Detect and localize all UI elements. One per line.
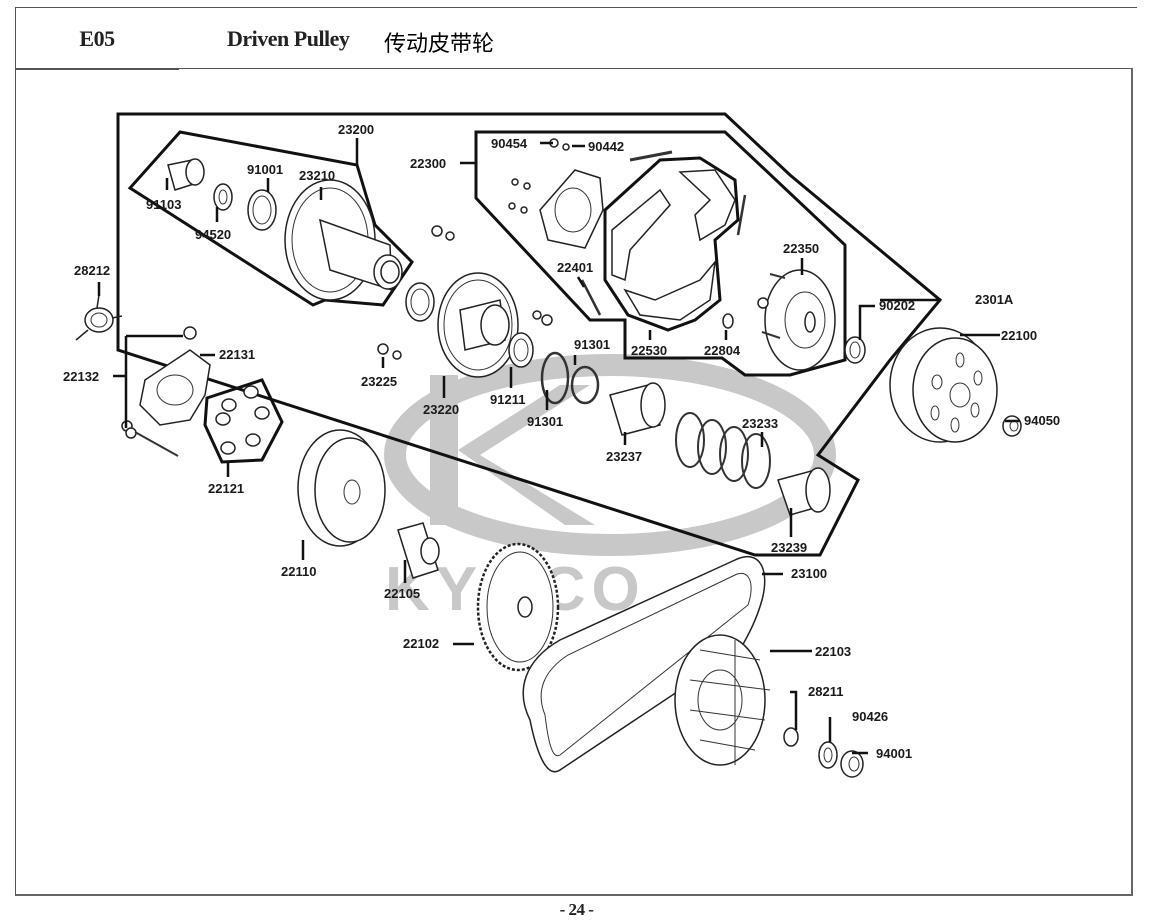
group-outline-2301A [116, 112, 943, 557]
part-label[interactable]: 28212 [74, 263, 110, 278]
part-label[interactable]: 22131 [219, 347, 255, 362]
part-91301-o-rings [540, 351, 600, 405]
part-22131-ramp-plate [139, 349, 211, 426]
part-label[interactable]: 23220 [423, 402, 459, 417]
part-label[interactable]: 94001 [876, 746, 912, 761]
part-label[interactable]: 91211 [490, 392, 525, 407]
section-code: E05 [79, 25, 115, 51]
part-28212-holder [75, 294, 123, 341]
part-label[interactable]: 23200 [338, 122, 374, 137]
group-outline-22530 [603, 156, 740, 332]
part-label[interactable]: 23237 [606, 449, 642, 464]
part-23225-guide-pins [377, 225, 553, 360]
part-label[interactable]: 22100 [1001, 328, 1037, 343]
part-22103-fan [674, 634, 771, 766]
part-94050-nut [1002, 415, 1022, 437]
part-90202-nut [844, 336, 866, 364]
part-label[interactable]: 22110 [281, 564, 316, 579]
part-22132-slide-pieces [121, 326, 197, 457]
part-label[interactable]: 22401 [557, 260, 593, 275]
watermark-logo-k-arms [458, 385, 595, 525]
group-outline-22300 [474, 130, 847, 377]
part-label[interactable]: 22105 [384, 586, 420, 601]
part-label[interactable]: 22132 [63, 369, 99, 384]
part-label[interactable]: 22530 [631, 343, 667, 358]
part-91211-oil-seal [508, 332, 534, 368]
part-label[interactable]: 23225 [361, 374, 397, 389]
title-cell: Driven Pulley 传动皮带轮 [177, 7, 1137, 69]
part-label[interactable]: 23233 [742, 416, 778, 431]
part-label[interactable]: 22804 [704, 343, 741, 358]
part-label[interactable]: 22103 [815, 644, 851, 659]
part-91103-bushing [167, 158, 205, 191]
part-94001-nut [840, 750, 864, 778]
part-label[interactable]: 90442 [588, 139, 624, 154]
part-label[interactable]: 23210 [299, 168, 335, 183]
part-22401-spring [580, 194, 747, 316]
part-23210-driven-face [284, 179, 403, 301]
part-label[interactable]: 90426 [852, 709, 888, 724]
part-22300-clutch-plate [508, 138, 673, 249]
part-label[interactable]: 90454 [491, 136, 528, 151]
part-label[interactable]: 28211 [808, 684, 843, 699]
part-label[interactable]: 94050 [1024, 413, 1060, 428]
part-22804-collar [722, 313, 734, 329]
part-22100-clutch-outer [889, 327, 998, 443]
part-label[interactable]: 94520 [195, 227, 231, 242]
watermark-logo-ring [384, 354, 836, 556]
part-28211-holder [783, 727, 799, 747]
part-90426-washer [818, 741, 838, 769]
watermark-logo-k-stem [430, 375, 458, 525]
part-label[interactable]: 91301 [527, 414, 563, 429]
part-label[interactable]: 22121 [208, 481, 244, 496]
part-label[interactable]: 22300 [410, 156, 446, 171]
group-outline-22121 [203, 378, 284, 464]
title-english: Driven Pulley [227, 26, 350, 51]
title-chinese: 传动皮带轮 [384, 32, 495, 57]
group-outline-23200 [127, 130, 414, 307]
part-91001-bearing [247, 189, 277, 231]
part-label[interactable]: 23239 [771, 540, 807, 555]
diagram-frame [15, 68, 1133, 896]
part-22121-weight-rollers [215, 385, 270, 455]
page-number: - 24 - [559, 900, 594, 919]
part-labels: 23200 22300 91103 91001 23210 94520 9045… [63, 122, 1060, 761]
part-label[interactable]: 90202 [879, 298, 915, 313]
part-22110-movable-drive-face [297, 429, 386, 547]
part-22102-drive-face [476, 542, 560, 672]
part-label[interactable]: 91301 [574, 337, 610, 352]
part-label[interactable]: 22102 [403, 636, 439, 651]
part-label[interactable]: 91103 [146, 197, 181, 212]
section-code-cell: E05 [15, 7, 179, 70]
leader-lines [97, 138, 1020, 755]
part-22350-clutch-carrier [757, 269, 836, 371]
part-23233-spring [675, 412, 771, 489]
part-23220-sliding-face [437, 272, 519, 378]
part-label[interactable]: 22350 [783, 241, 819, 256]
part-23100-drive-belt [522, 555, 766, 773]
part-label[interactable]: 23100 [791, 566, 827, 581]
part-23237-spring-collar [609, 382, 666, 436]
part-22105-collar [397, 522, 440, 579]
part-22530-clutch-shoes [611, 169, 736, 321]
part-oil-seal [405, 282, 435, 322]
part-label[interactable]: 2301A [975, 292, 1014, 307]
part-94520-washer [213, 183, 233, 211]
part-label[interactable]: 91001 [247, 162, 283, 177]
part-23239-spring-seat [777, 467, 831, 516]
